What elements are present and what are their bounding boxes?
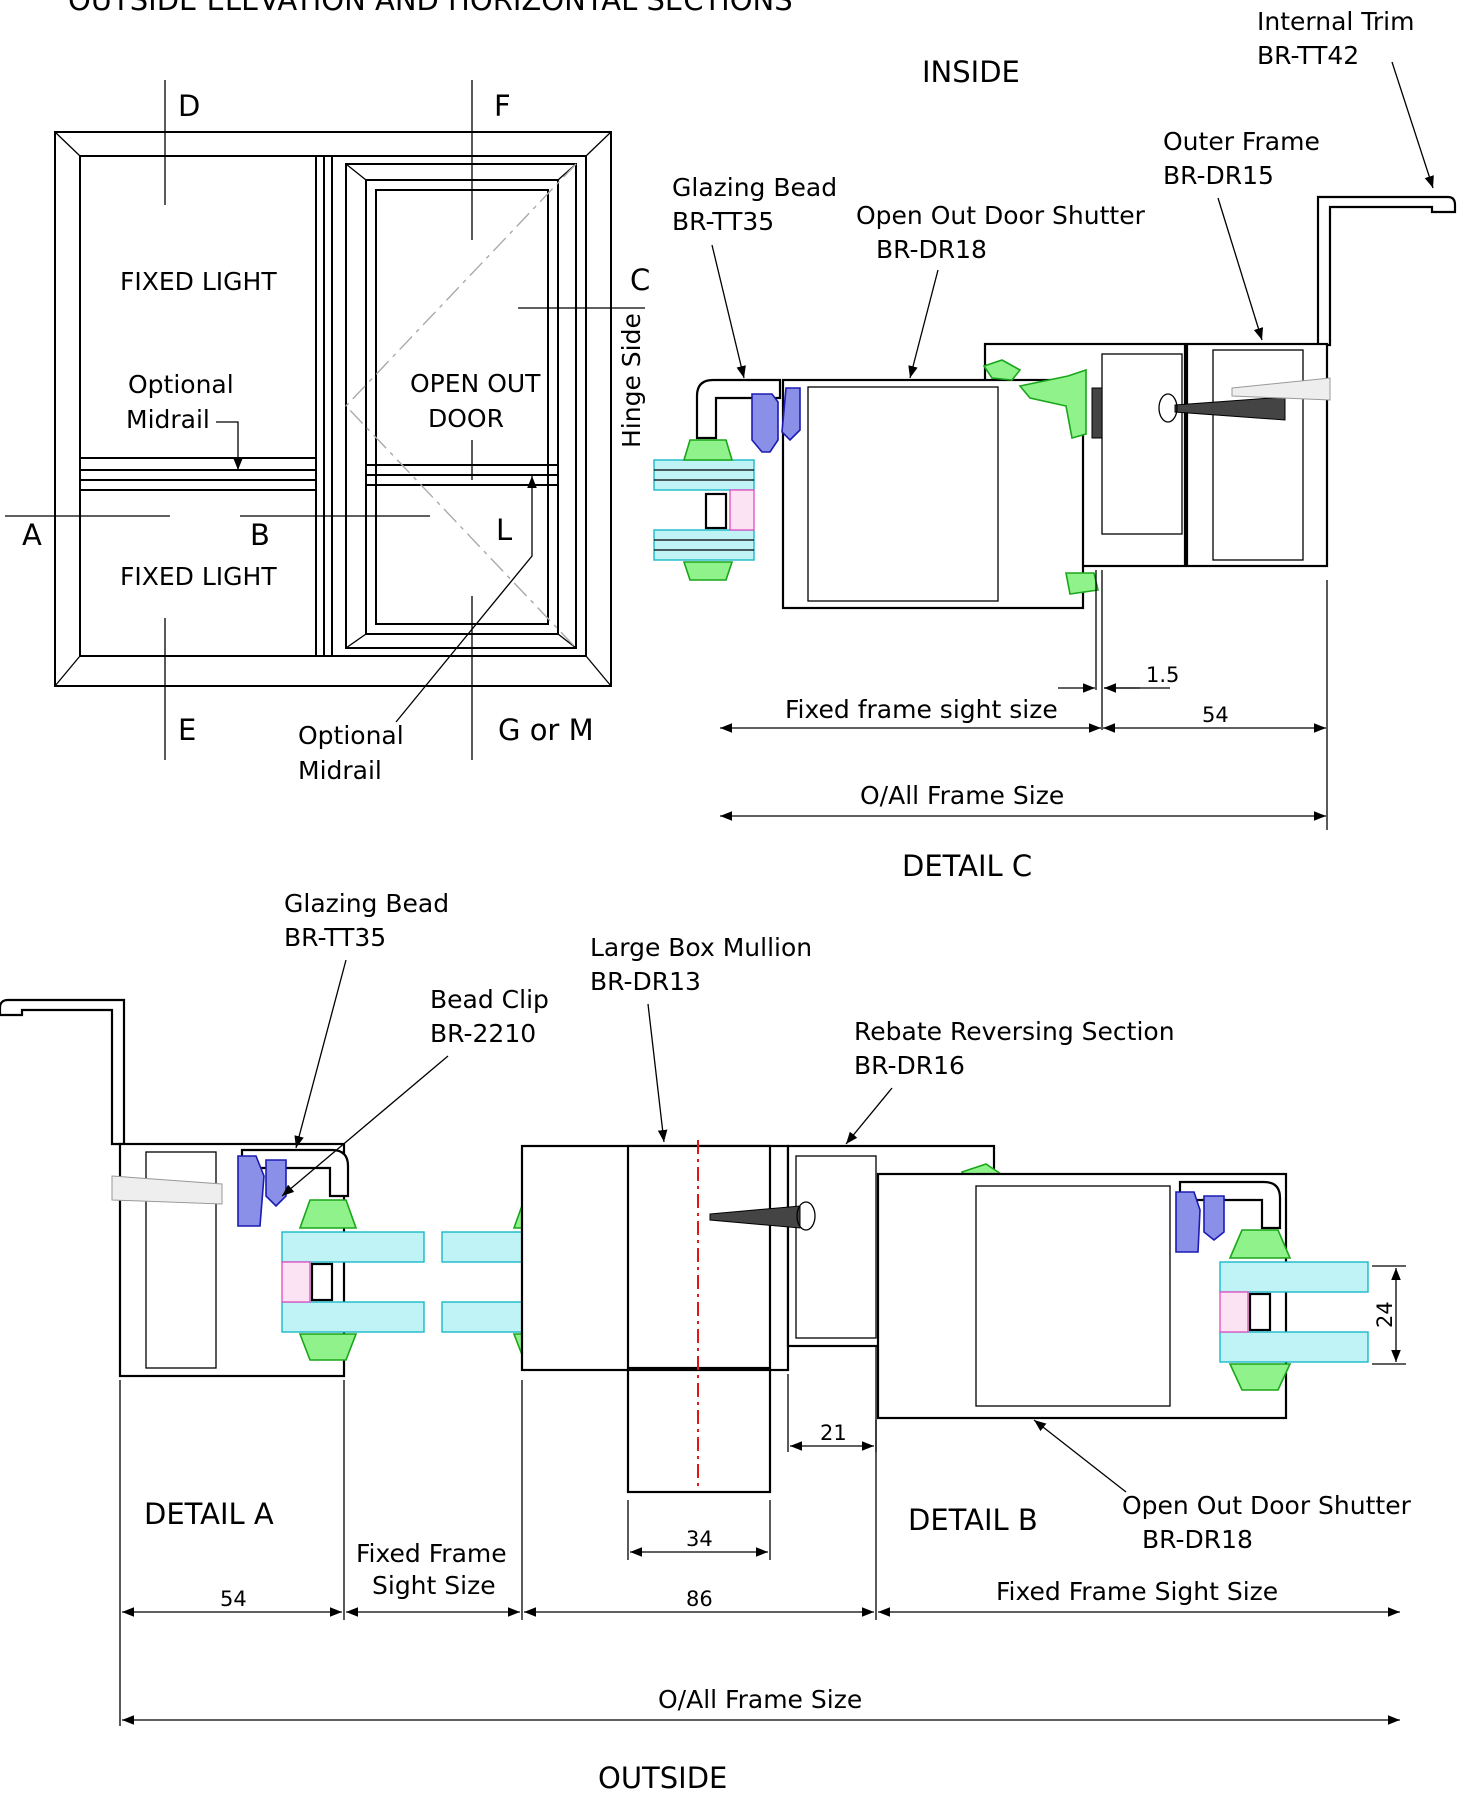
dim-gap-c: 1.5 [1146,663,1179,687]
glass-pane-a-top [281,1231,425,1263]
door-shutter-b-code: BR-DR18 [1142,1525,1253,1554]
door-shutter-b-name: Open Out Door Shutter [1122,1491,1412,1520]
hinge-side-label: Hinge Side [617,313,646,448]
glazing-bead-c-name: Glazing Bead [672,173,837,202]
section-mark-g: G or M [498,713,594,747]
section-mark-l: L [496,513,512,547]
section-mark-d: D [178,89,200,123]
detail-a-section [0,998,425,1378]
section-mark-c: C [630,263,650,297]
door-shutter-c-name: Open Out Door Shutter [856,201,1146,230]
sheet-heading: OUTSIDE ELEVATION AND HORIZONTAL SECTION… [68,0,793,17]
outer-frame-outline [54,131,612,687]
fixing-screw-c [1158,377,1331,423]
glazing-bead-a-name: Glazing Bead [284,889,449,918]
glass-pane-b-top [1219,1261,1369,1293]
glass-pane-a-bottom [281,1301,425,1333]
section-mark-e: E [178,713,196,747]
detail-b-section [512,1140,1369,1494]
door-shutter-profile-c [781,378,1085,610]
dim-sight-c: Fixed frame sight size [785,695,1058,724]
door-shutter-c-code: BR-DR18 [876,235,987,264]
elevation-view: D F C A B L E G or M FIXED LIGHT FIXED L… [5,80,650,785]
internal-trim-profile-a [0,998,126,1146]
section-mark-a: A [22,518,42,552]
bead-clip-name: Bead Clip [430,985,549,1014]
mullion-code: BR-DR13 [590,967,701,996]
detail-c-section [653,195,1457,610]
detail-c-annotations: Internal Trim BR-TT42 Outer Frame BR-DR1… [672,7,1434,883]
dim-overall-b: O/All Frame Size [658,1685,862,1714]
door-sash-inner [375,189,549,625]
rebate-name: Rebate Reversing Section [854,1017,1175,1046]
outer-frame-code: BR-DR15 [1163,161,1274,190]
section-mark-f: F [494,89,511,123]
midrail-left-label-line1: Optional [128,370,234,399]
glass-pane-c-top [653,459,755,491]
midrail-bottom-label-line1: Optional [298,721,404,750]
fixing-screw-b [709,1201,816,1231]
fixed-light-top-label: FIXED LIGHT [120,267,277,296]
detail-b-title: DETAIL B [908,1503,1038,1537]
detail-ab-annotations: Glazing Bead BR-TT35 Bead Clip BR-2210 L… [119,889,1412,1726]
outer-frame-c [1185,342,1329,568]
glass-pane-c-bottom [653,529,755,561]
inside-label: INSIDE [922,55,1020,89]
midrail-left-label-line2: Midrail [126,405,210,434]
dim-frame-c: 54 [1202,703,1229,727]
dim-sight-b: Fixed Frame Sight Size [996,1577,1278,1606]
fixing-screw-a [111,1175,223,1205]
glazing-bead-a-code: BR-TT35 [284,923,386,952]
glazing-bead-profile-b2 [1178,1180,1282,1230]
detail-c-title: DETAIL C [902,849,1032,883]
internal-trim-name: Internal Trim [1257,7,1414,36]
dim-rebate: 21 [820,1421,847,1445]
midrail-bottom-label-line2: Midrail [298,756,382,785]
dim-mullion-total: 86 [686,1587,713,1611]
dim-frame-a: 54 [220,1587,247,1611]
internal-trim-code: BR-TT42 [1257,41,1359,70]
door-label-line2: DOOR [428,404,504,433]
section-mark-b: B [250,518,270,552]
glazing-bead-c-code: BR-TT35 [672,207,774,236]
outer-frame-name: Outer Frame [1163,127,1320,156]
bead-clip-code: BR-2210 [430,1019,536,1048]
outside-label: OUTSIDE [598,1761,727,1793]
dim-sight-a-line1: Fixed Frame [356,1539,507,1568]
rebate-code: BR-DR16 [854,1051,965,1080]
door-sash-mid [365,179,559,635]
fixed-light-bottom-label: FIXED LIGHT [120,562,277,591]
detail-a-title: DETAIL A [144,1497,274,1531]
dim-glass: 24 [1373,1301,1397,1328]
dim-mullion: 34 [686,1527,713,1551]
dim-sight-a-line2: Sight Size [372,1571,496,1600]
door-label-line1: OPEN OUT [410,369,541,398]
dim-overall-c: O/All Frame Size [860,781,1064,810]
internal-trim-profile [1316,195,1457,347]
mullion-name: Large Box Mullion [590,933,812,962]
glass-pane-b-bottom [1219,1331,1369,1363]
